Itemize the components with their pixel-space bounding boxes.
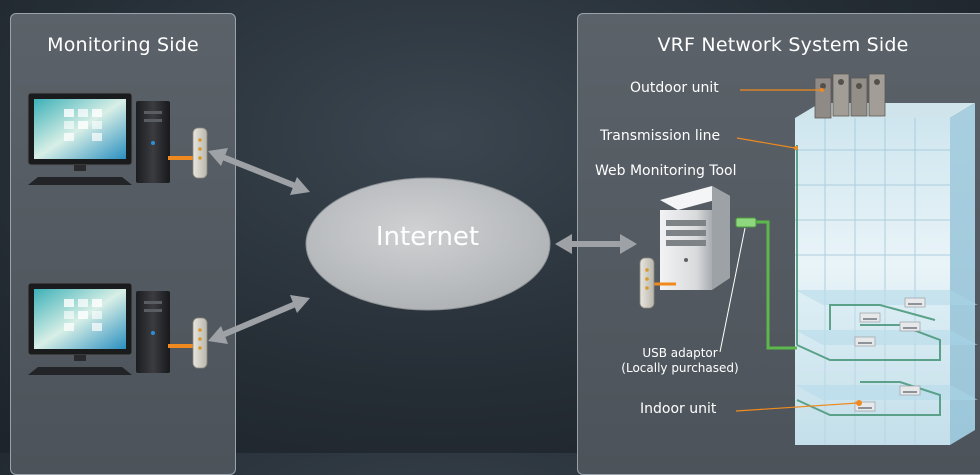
server-tower-icon [660, 186, 730, 290]
internet-cloud [305, 177, 551, 311]
usb-adaptor-label-line2: (Locally purchased) [621, 361, 739, 375]
transmission-line-label: Transmission line [600, 128, 721, 144]
leader-lines [735, 88, 862, 412]
desktop-computer-icon [27, 92, 171, 186]
outdoor-unit-label: Outdoor unit [630, 80, 719, 96]
usb-adaptor-label-line1: USB adaptor [642, 346, 718, 360]
router-icon [639, 257, 655, 309]
monitoring-side-panel: Monitoring Side [10, 13, 236, 475]
usb-adaptor-label: USB adaptor (Locally purchased) [600, 346, 760, 376]
usb-cable [755, 220, 797, 350]
monitoring-side-title: Monitoring Side [47, 34, 199, 56]
usb-leader-line [719, 227, 746, 353]
desktop-computer-icon [27, 282, 171, 376]
usb-adaptor-icon [735, 217, 757, 228]
outdoor-unit-icon [814, 73, 886, 119]
web-monitoring-tool-label: Web Monitoring Tool [595, 163, 737, 179]
router-icon [192, 127, 208, 179]
network-diagram [27, 73, 978, 445]
indoor-unit-label: Indoor unit [640, 401, 717, 417]
building-icon [795, 103, 978, 445]
connection-arrows [208, 148, 637, 344]
transmission-line-network [796, 145, 941, 416]
internet-label: Internet [375, 222, 480, 252]
vrf-network-title: VRF Network System Side [657, 34, 909, 56]
router-icon [192, 317, 208, 369]
